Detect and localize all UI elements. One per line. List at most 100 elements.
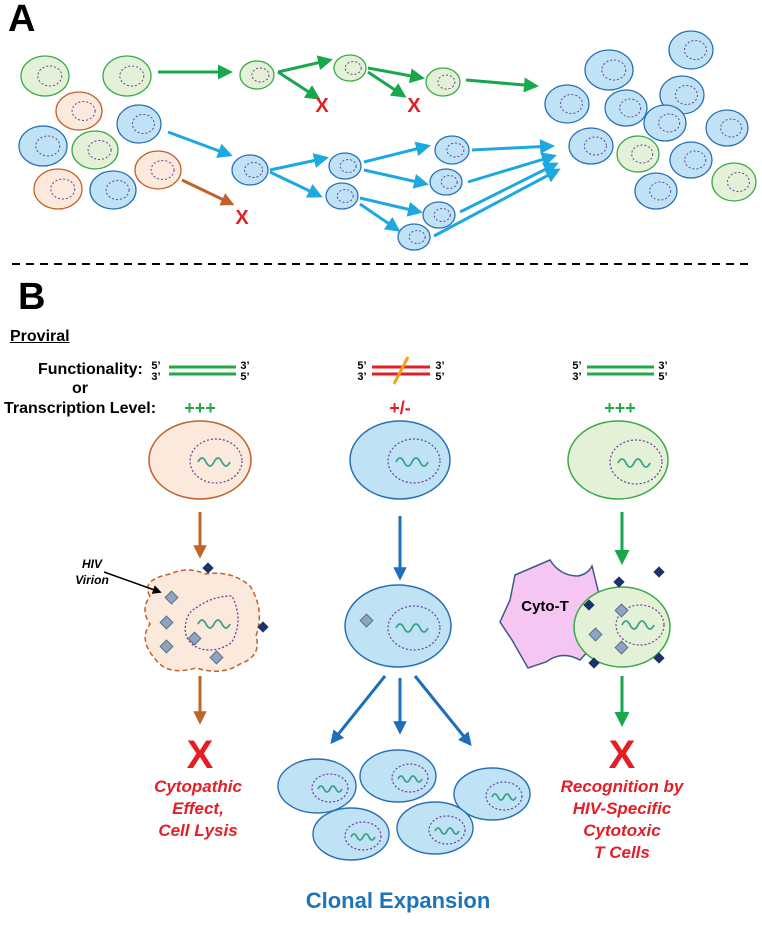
cyto-t-label: Cyto-T xyxy=(521,598,569,615)
nucleus-a-2 xyxy=(119,65,145,87)
cell-a-9 xyxy=(134,150,182,190)
nucleus-a-7 xyxy=(50,178,76,200)
level-col3: +++ xyxy=(604,398,636,418)
clone-cell-4 xyxy=(312,807,390,861)
dna-squiggles-b xyxy=(197,457,655,841)
panel-letter-b: B xyxy=(18,276,46,318)
nucleus-a-28 xyxy=(631,144,654,164)
arrow-a-5 xyxy=(367,70,407,98)
cell-a-17 xyxy=(429,168,463,196)
nucleus-a-8 xyxy=(105,180,130,200)
row-label-or: or xyxy=(72,380,88,397)
strand3-3p-bot: 3’ xyxy=(572,371,581,383)
arrow-a-17 xyxy=(433,168,561,238)
nucleus-a-5 xyxy=(87,140,112,160)
lysing-nucleus xyxy=(184,595,239,651)
cell-a-15 xyxy=(325,182,359,210)
nucleus-a-13 xyxy=(244,162,264,178)
cell-a-27 xyxy=(568,127,614,165)
nucleus-a-1 xyxy=(37,65,63,87)
nucleus-a-18 xyxy=(433,208,451,222)
outcome-col1-line3: Cell Lysis xyxy=(158,821,237,840)
outcome-col1-line2: Effect, xyxy=(172,799,224,818)
cell-a-18 xyxy=(422,201,456,229)
x-mark-a2: X xyxy=(407,95,421,117)
arrow-a-18 xyxy=(181,178,235,206)
nucleus-a-22 xyxy=(674,85,698,105)
row-label-functionality: Functionality: xyxy=(38,361,143,378)
nucleus-a-12 xyxy=(437,74,456,90)
strand2-5p-bot: 5’ xyxy=(435,371,444,383)
arrow-a-3 xyxy=(277,70,321,100)
cell-a-12 xyxy=(425,67,461,97)
nucleus-a-23 xyxy=(559,94,583,114)
nucleus-a-19 xyxy=(408,230,426,244)
arrow-a-13 xyxy=(359,202,401,232)
virions-dark xyxy=(202,562,665,669)
cell-a-28 xyxy=(616,135,660,173)
strand3-3p-top: 3’ xyxy=(658,360,667,372)
nucleus-a-31 xyxy=(649,181,672,201)
virion-pointer xyxy=(103,571,162,594)
cell-b2-top xyxy=(349,420,451,500)
arrow-b2-left xyxy=(330,675,387,745)
strand1-3p-top: 3’ xyxy=(240,360,249,372)
cell-a-19 xyxy=(397,223,431,251)
strand3-5p-top: 5’ xyxy=(572,360,581,372)
level-col1: +++ xyxy=(184,398,216,418)
strand1-5p-bot: 5’ xyxy=(240,371,249,383)
outcome-col3-line4: T Cells xyxy=(594,843,650,862)
cell-a-29 xyxy=(669,141,713,179)
arrows-layer xyxy=(158,55,561,238)
nucleus-a-25 xyxy=(658,113,681,133)
cell-a-14 xyxy=(328,152,362,180)
outcome-col3-line2: HIV-Specific xyxy=(573,799,672,818)
nuclei-b xyxy=(189,438,665,851)
virions-light xyxy=(159,590,629,665)
cells-layer xyxy=(18,30,757,251)
arrow-a-14 xyxy=(471,139,555,155)
cell-a-11 xyxy=(333,54,367,82)
x-mark-a1: X xyxy=(315,95,329,117)
clone-cell-3 xyxy=(453,767,531,821)
cell-a-6 xyxy=(116,104,162,144)
arrow-a-2 xyxy=(277,55,333,74)
cell-a-5 xyxy=(71,130,119,170)
arrow-a-8 xyxy=(269,153,329,172)
cell-b3-top xyxy=(567,420,669,500)
virion-label-2: Virion xyxy=(75,573,109,587)
outcome-col3-line3: Cytotoxic xyxy=(583,821,661,840)
outcome-col2-line1: Clonal Expansion xyxy=(306,888,491,913)
cell-a-25 xyxy=(643,104,687,142)
strand-col3 xyxy=(587,365,654,376)
strand2-5p-top: 5’ xyxy=(357,360,366,372)
strand1-5p-top: 5’ xyxy=(151,360,160,372)
nucleus-a-15 xyxy=(336,189,354,203)
arrow-a-10 xyxy=(363,141,431,164)
strand-col1 xyxy=(169,365,236,376)
x-mark-a3: X xyxy=(235,207,249,229)
cell-a-30 xyxy=(711,162,757,202)
nucleus-a-4 xyxy=(35,135,61,157)
cell-a-21 xyxy=(584,49,634,91)
arrow-a-9 xyxy=(269,170,323,198)
arrow-b2-right xyxy=(413,675,472,747)
nucleus-a-17 xyxy=(440,175,458,189)
section-label-proviral: Proviral xyxy=(10,328,70,345)
svg-text-layer: X X X 5’ 3’ 3’ 5’ 5’ 3’ 3’ 5’ 5’ 3’ 3’ 5… xyxy=(75,95,685,913)
cell-a-7 xyxy=(33,168,83,210)
row-label-transcription: Transcription Level: xyxy=(4,400,157,417)
static-layer xyxy=(12,263,752,861)
nucleus-a-21 xyxy=(601,59,627,81)
nucleus-a-3 xyxy=(71,101,96,121)
arrow-a-15 xyxy=(467,152,557,184)
outcome-x-col3: X xyxy=(609,733,636,777)
nucleus-a-9 xyxy=(150,160,175,180)
clone-cell-2 xyxy=(359,749,437,803)
cell-a-31 xyxy=(634,172,678,210)
level-col2: +/- xyxy=(389,398,411,418)
strand2-3p-top: 3’ xyxy=(435,360,444,372)
strand-col2 xyxy=(372,356,430,385)
